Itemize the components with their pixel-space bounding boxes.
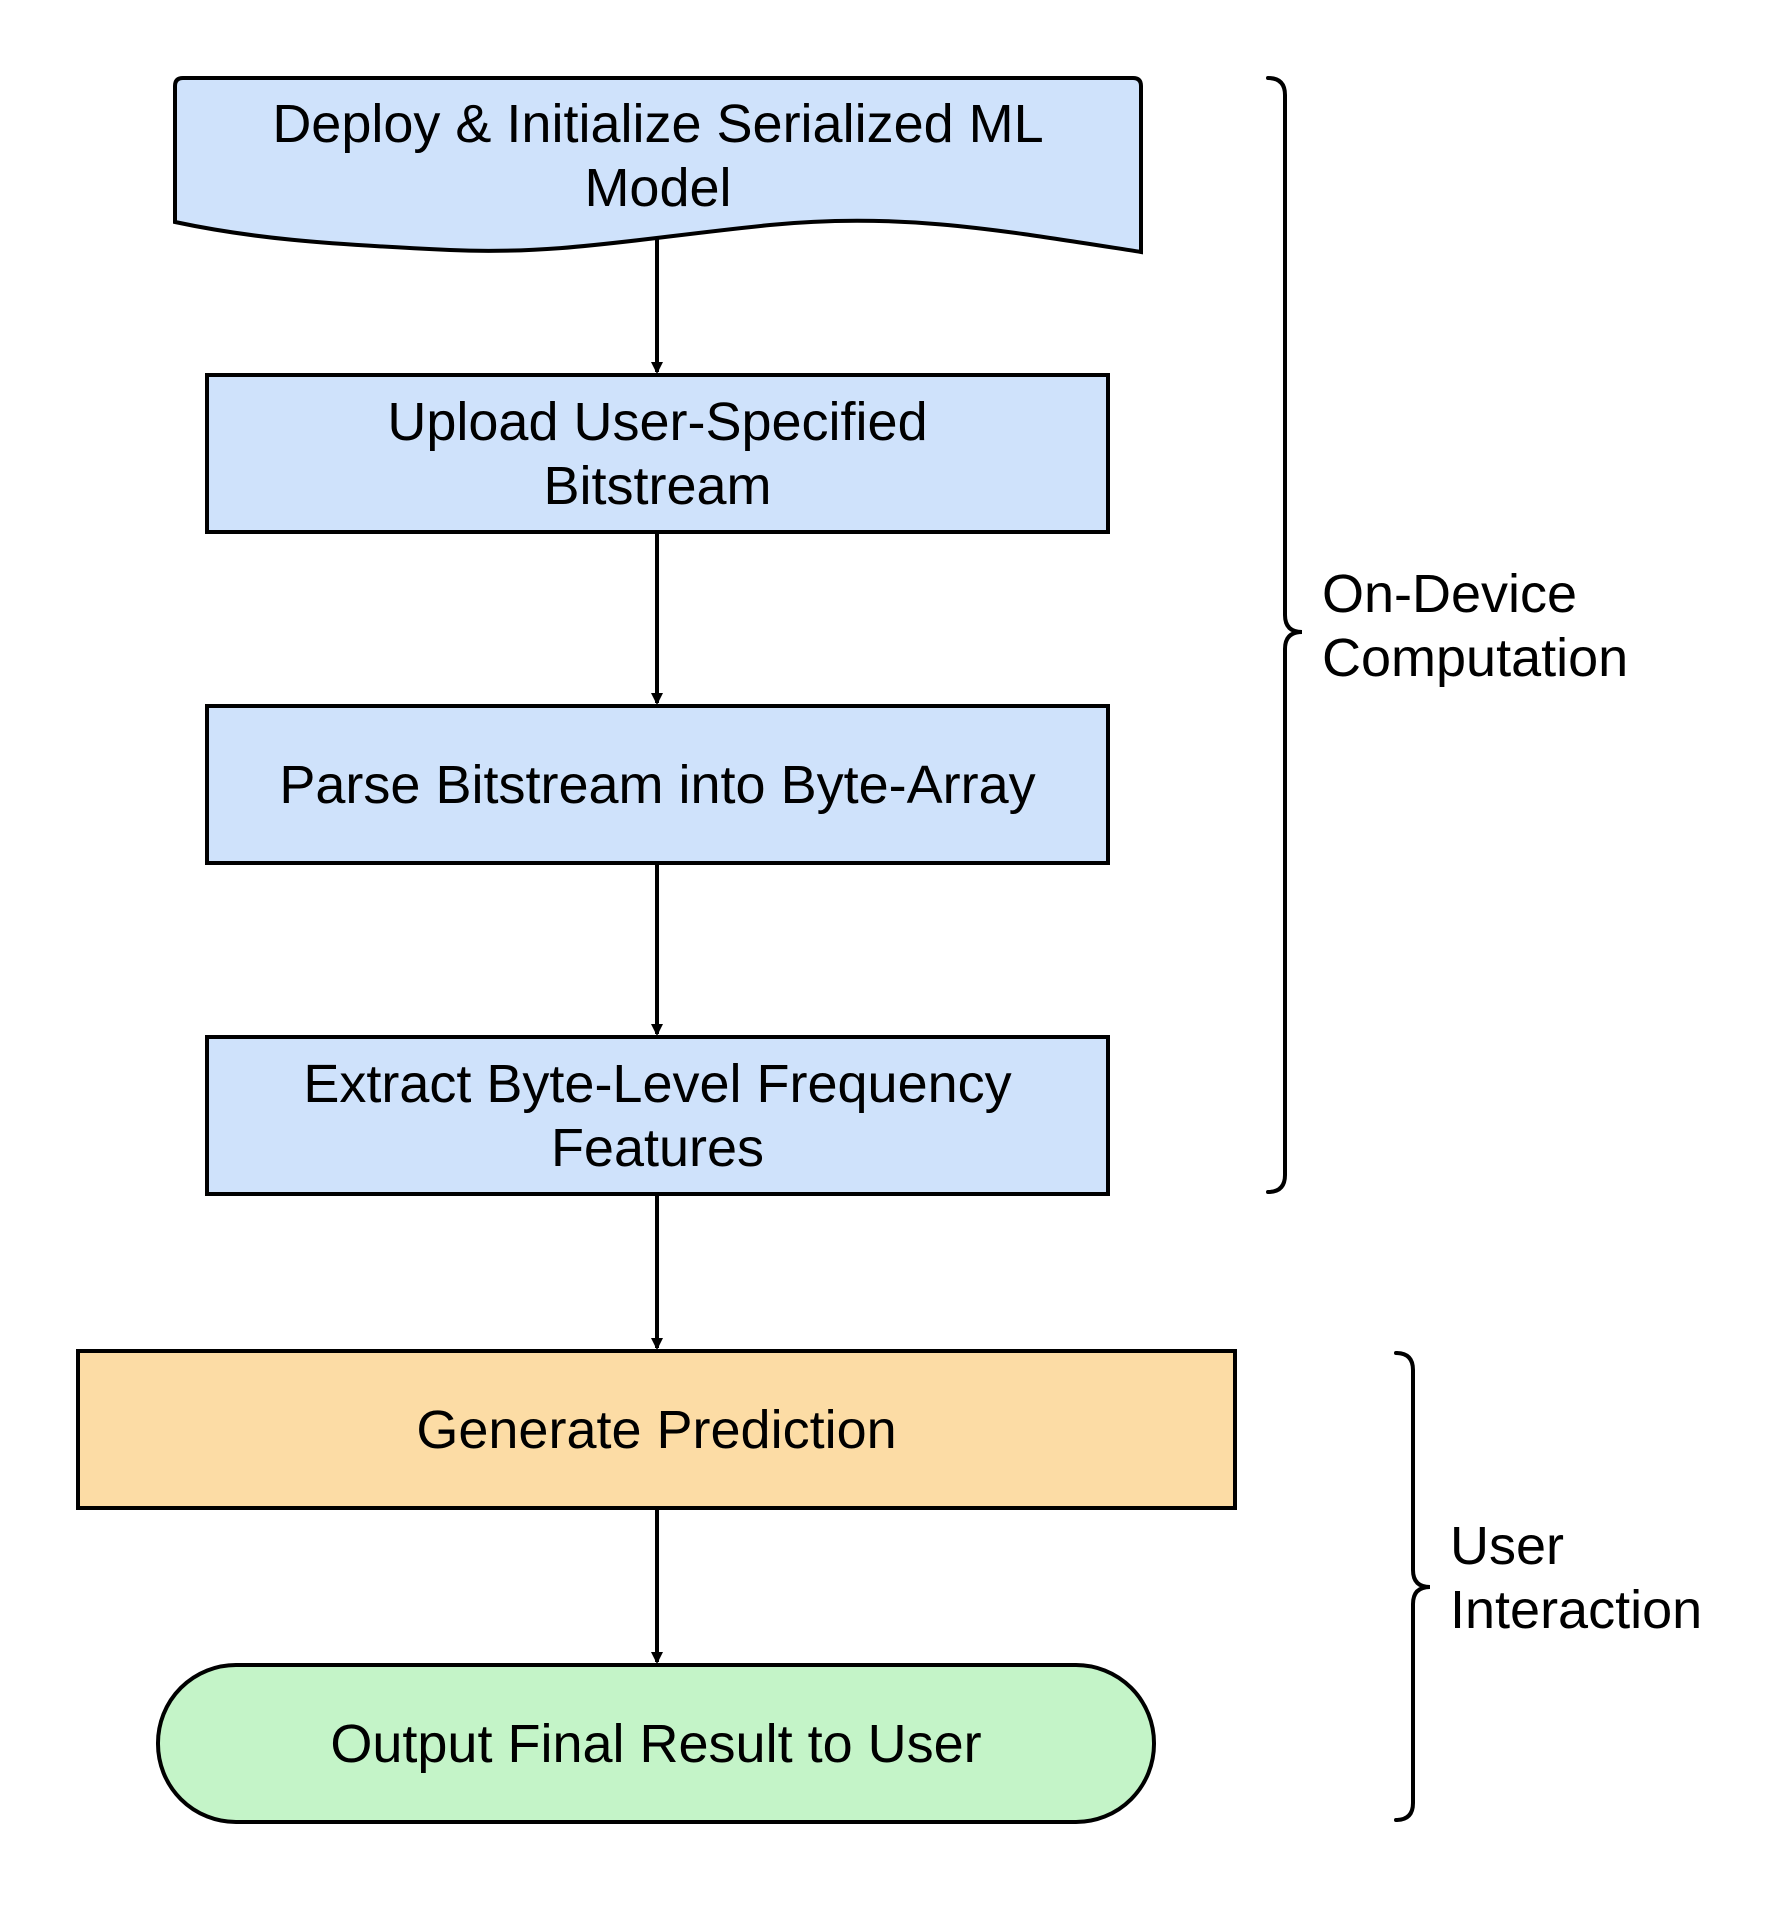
user-interaction-brace <box>1394 1351 1431 1822</box>
on-device-label-line-2: Computation <box>1322 628 1629 688</box>
node-parse-label: Parse Bitstream into Byte-Array <box>207 706 1108 863</box>
node-extract-label: Extract Byte-Level Frequency Features <box>207 1037 1108 1194</box>
node-upload-shape <box>205 373 1110 534</box>
node-deploy-shape <box>173 76 1143 255</box>
node-parse-line-1: Parse Bitstream into Byte-Array <box>279 754 1036 815</box>
node-deploy-line-1: Deploy & Initialize Serialized ML <box>272 94 1044 154</box>
user-interaction-group-label: User Interaction <box>1450 1510 1760 1646</box>
node-deploy-line-2: Model <box>584 158 732 218</box>
node-output-shape <box>156 1663 1156 1824</box>
node-output-line-1: Output Final Result to User <box>330 1713 982 1774</box>
node-predict-label: Generate Prediction <box>78 1351 1235 1508</box>
node-output-label: Output Final Result to User <box>158 1665 1154 1822</box>
node-extract-shape <box>205 1035 1110 1196</box>
node-extract-line-2: Features <box>550 1117 765 1178</box>
node-upload-line-2: Bitstream <box>543 455 772 516</box>
user-interaction-label-line-2: Interaction <box>1450 1580 1703 1640</box>
on-device-group-label: On-Device Computation <box>1322 558 1742 694</box>
on-device-label-line-1: On-Device <box>1322 564 1578 624</box>
user-interaction-label-line-1: User <box>1450 1516 1565 1576</box>
node-parse-shape <box>205 704 1110 865</box>
on-device-brace <box>1266 76 1303 1194</box>
node-upload-line-1: Upload User-Specified <box>387 391 928 452</box>
node-predict-line-1: Generate Prediction <box>416 1399 897 1460</box>
node-extract-line-1: Extract Byte-Level Frequency <box>303 1053 1012 1114</box>
node-predict-shape <box>76 1349 1237 1510</box>
node-deploy-label: Deploy & Initialize Serialized ML Model <box>175 88 1141 224</box>
node-upload-label: Upload User-Specified Bitstream <box>207 375 1108 532</box>
